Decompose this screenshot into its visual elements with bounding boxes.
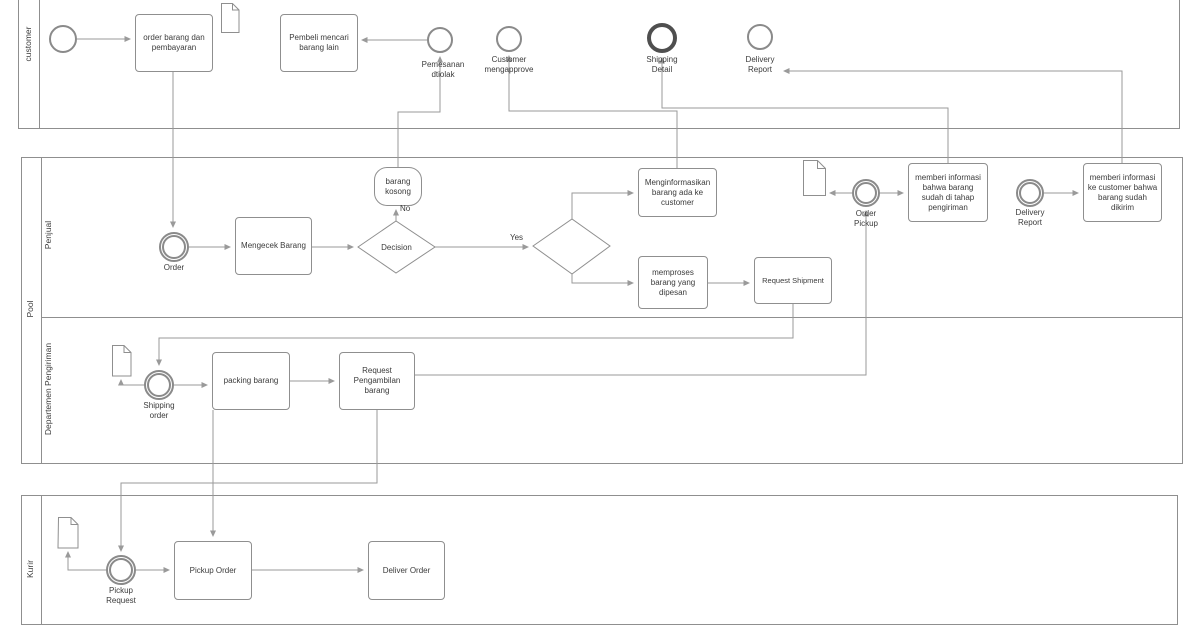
flow-request-pengambilan-to-order-pickup: [415, 210, 869, 376]
event-order: [159, 232, 189, 262]
document-icon-customer: [221, 3, 240, 33]
flow-request-shipment-to-shipping-order: [156, 304, 794, 366]
task-pickup-order: Pickup Order: [174, 541, 252, 600]
flow-gateway2-to-menginformasikan: [571, 190, 634, 219]
flow-informasi-dikirim-to-delivery-report: [783, 68, 1123, 163]
pool: [21, 157, 1183, 464]
task-menginformasikan: Menginformasikan barang ada ke customer: [638, 168, 717, 217]
task-packing-barang: packing barang: [212, 352, 290, 410]
task-mengecek-barang: Mengecek Barang: [235, 217, 312, 275]
event-customer-mengapprove-label: Customer mengapprove: [484, 55, 534, 75]
event-pickup-request: [106, 555, 136, 585]
flow-shipping-order-to-document: [118, 379, 144, 386]
event-order-pickup: [852, 179, 880, 207]
task-order-barang: order barang dan pembayaran: [135, 14, 213, 72]
event-delivery-report-penjual-label: Delivery Report: [1015, 208, 1045, 228]
edge-label-yes: Yes: [510, 233, 524, 242]
lane-customer-label-divider: [39, 0, 40, 128]
task-pembeli-mencari: Pembeli mencari barang lain: [280, 14, 358, 72]
flow-menginformasikan-to-mengapprove: [506, 55, 678, 168]
event-order-pickup-label: Order Pickup: [853, 209, 878, 229]
document-icon-kurir: [57, 517, 79, 549]
task-memproses: memproses barang yang dipesan: [638, 256, 708, 309]
event-shipping-detail: [647, 23, 677, 53]
flow-pickup-request-to-document: [65, 551, 106, 571]
edge-label-no: No: [400, 204, 411, 213]
flow-barang-kosong-to-ditolak: [397, 56, 443, 167]
event-shipping-detail-label: Shipping Detail: [646, 55, 678, 75]
flow-informasi-pengiriman-to-shipping-detail: [659, 57, 949, 163]
event-shipping-order-label: Shipping order: [143, 401, 175, 421]
event-shipping-order: [144, 370, 174, 400]
task-request-shipment: Request Shipment: [754, 257, 832, 304]
event-customer-mengapprove: [496, 26, 522, 52]
availability-gateway-diamond: [532, 218, 611, 275]
lane-divider-penjual-departemen: [41, 317, 1182, 318]
start-event: [49, 25, 77, 53]
event-pickup-request-label: Pickup Request: [106, 586, 136, 606]
pool-label-divider: [41, 158, 42, 463]
event-barang-kosong: barang kosong: [374, 167, 422, 206]
task-deliver-order: Deliver Order: [368, 541, 445, 600]
flow-request-pengambilan-to-pickup-request: [118, 410, 378, 552]
decision-gateway-text: Decision: [381, 242, 412, 252]
task-memberi-informasi-pengiriman: memberi informasi bahwa barang sudah di …: [908, 163, 988, 222]
event-order-label: Order: [163, 263, 185, 272]
task-request-pengambilan: Request Pengambilan barang: [339, 352, 415, 410]
event-delivery-report-customer-label: Delivery Report: [745, 55, 775, 75]
task-memberi-informasi-dikirim: memberi informasi ke customer bahwa bara…: [1083, 163, 1162, 222]
event-delivery-report-penjual: [1016, 179, 1044, 207]
event-delivery-report-customer: [747, 24, 773, 50]
lane-kurir-label-divider: [41, 496, 42, 624]
flow-gateway2-to-memproses: [571, 274, 634, 286]
document-icon-departemen: [112, 345, 132, 377]
document-icon-penjual: [803, 160, 826, 196]
decision-gateway-diamond: [357, 220, 436, 274]
event-pemesanan-ditolak: [427, 27, 453, 53]
event-pemesanan-ditolak-label: Pemesanan dtiolak: [421, 60, 465, 80]
